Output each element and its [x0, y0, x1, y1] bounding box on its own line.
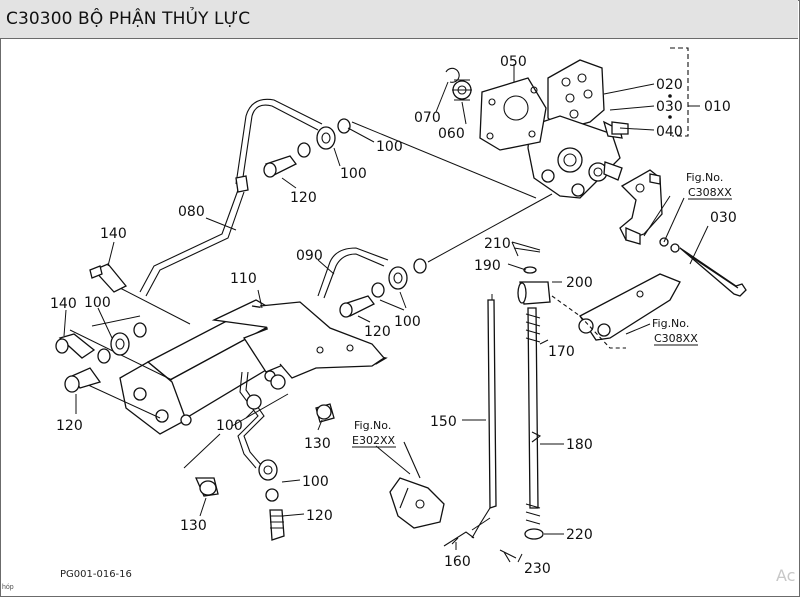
label-030-top: 030 [656, 99, 683, 115]
spring-rod-180 [524, 307, 544, 540]
label-100-left: 100 [84, 295, 111, 311]
label-140-left: 140 [50, 296, 77, 312]
fig-ref-e302: E302XX [352, 434, 395, 447]
label-030-right: 030 [710, 210, 737, 226]
lever-arm [551, 273, 681, 349]
label-080: 080 [178, 204, 205, 220]
snap-ring-070 [445, 67, 460, 83]
group-bracket-010 [668, 47, 700, 137]
diagram-code: PG001-016-16 [60, 569, 132, 580]
fig-ref-c308-top: C308XX [688, 186, 732, 199]
label-190: 190 [474, 258, 501, 274]
label-100-low: 100 [216, 418, 243, 434]
label-110: 110 [230, 271, 257, 287]
label-020: 020 [656, 77, 683, 93]
bolt-030 [659, 237, 747, 297]
pipe-090 [317, 193, 553, 318]
label-120-left: 120 [56, 418, 83, 434]
label-120-bottom: 120 [306, 508, 333, 524]
label-060: 060 [438, 126, 465, 142]
label-230: 230 [524, 561, 551, 577]
fig-label-mid: Fig.No. [652, 317, 689, 330]
left-fittings [55, 263, 147, 393]
label-100-top2: 100 [340, 166, 367, 182]
figure-references: Fig.No. C308XX Fig.No. C308XX Fig.No. E3… [352, 171, 732, 448]
label-070: 070 [414, 110, 441, 126]
label-170: 170 [548, 344, 575, 360]
linkage-rod-150 [471, 294, 497, 539]
label-140-top: 140 [100, 226, 127, 242]
bracket-right [619, 169, 663, 245]
leader-lines [63, 64, 709, 563]
label-010: 010 [704, 99, 731, 115]
bracket-plate [259, 301, 385, 379]
corner-text: hóp [2, 584, 14, 591]
label-050: 050 [500, 54, 527, 70]
label-210: 210 [484, 236, 511, 252]
label-120-top: 120 [290, 190, 317, 206]
label-100-bottom: 100 [302, 474, 329, 490]
watermark-text: Ac [776, 566, 796, 585]
hydraulic-parts-diagram: 050 070 060 020 030 040 010 100 100 120 … [50, 47, 747, 577]
label-100-mid: 100 [394, 314, 421, 330]
label-200: 200 [566, 275, 593, 291]
label-100-top1: 100 [376, 139, 403, 155]
fig-label-low: Fig.No. [354, 419, 391, 432]
gasket-050 [479, 77, 547, 151]
label-040: 040 [656, 124, 683, 140]
label-130-right: 130 [304, 436, 331, 452]
label-220: 220 [566, 527, 593, 543]
bracket-e302 [389, 441, 445, 529]
label-150: 150 [430, 414, 457, 430]
gear-060 [452, 79, 472, 101]
pins-160-230 [443, 517, 517, 563]
label-160: 160 [444, 554, 471, 570]
fig-ref-c308-mid: C308XX [654, 332, 698, 345]
pump-assembly [527, 59, 629, 199]
label-120-mid: 120 [364, 324, 391, 340]
lower-pipe [194, 371, 335, 541]
pipe-080 [139, 98, 323, 297]
part-labels: 050 070 060 020 030 040 010 100 100 120 … [50, 54, 737, 577]
pipe-fittings-upper [263, 118, 537, 199]
page-title: C30300 BỘ PHẬN THỦY LỰC [6, 9, 251, 29]
label-180: 180 [566, 437, 593, 453]
header-bar: C30300 BỘ PHẬN THỦY LỰC [0, 0, 798, 39]
label-130-left: 130 [180, 518, 207, 534]
label-090: 090 [296, 248, 323, 264]
fig-label-top: Fig.No. [686, 171, 723, 184]
pin-200 [511, 241, 551, 305]
